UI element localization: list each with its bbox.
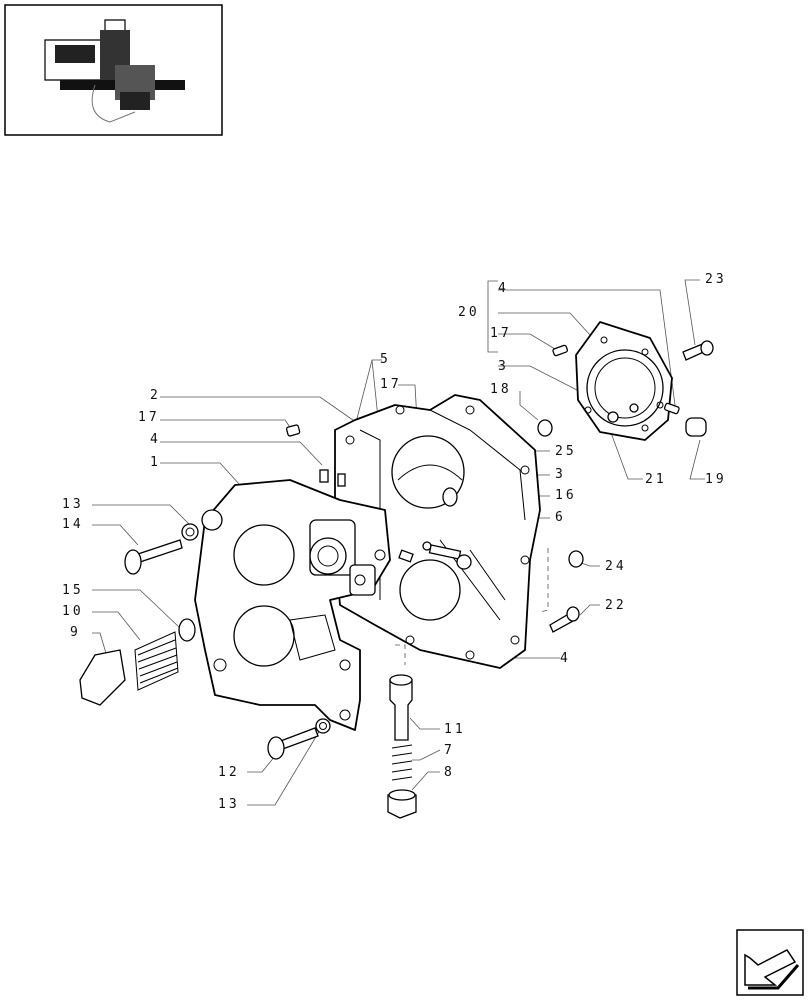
label-6: 6 bbox=[555, 510, 566, 525]
label-5: 5 bbox=[380, 352, 391, 367]
label-13: 13 bbox=[62, 497, 84, 512]
label-23: 23 bbox=[705, 272, 727, 287]
label-16: 16 bbox=[555, 488, 577, 503]
label-22: 22 bbox=[605, 598, 627, 613]
label-4-bottom: 4 bbox=[560, 651, 571, 666]
label-8: 8 bbox=[444, 765, 455, 780]
label-4-top: 4 bbox=[498, 281, 509, 296]
label-3: 3 bbox=[555, 467, 566, 482]
label-17-mid: 17 bbox=[380, 377, 402, 392]
label-18: 18 bbox=[490, 382, 512, 397]
label-4: 4 bbox=[150, 432, 161, 447]
assembly-thumbnail-icon[interactable] bbox=[4, 4, 223, 136]
label-14: 14 bbox=[62, 517, 84, 532]
part-labels: 1 2 17 4 13 14 15 10 9 12 13 5 17 18 4 2… bbox=[62, 272, 727, 812]
label-11: 11 bbox=[444, 722, 466, 737]
rear-gear-housing bbox=[334, 394, 541, 669]
label-15: 15 bbox=[62, 583, 84, 598]
front-cover bbox=[194, 469, 391, 731]
valve-spring-stack bbox=[387, 674, 417, 819]
label-20: 20 bbox=[458, 305, 480, 320]
label-24: 24 bbox=[605, 559, 627, 574]
label-10: 10 bbox=[62, 604, 84, 619]
label-12: 12 bbox=[218, 765, 240, 780]
small-parts-left bbox=[79, 424, 331, 760]
label-21: 21 bbox=[645, 472, 667, 487]
label-7: 7 bbox=[444, 743, 455, 758]
label-19: 19 bbox=[705, 472, 727, 487]
label-25: 25 bbox=[555, 444, 577, 459]
label-2: 2 bbox=[150, 388, 161, 403]
label-17-top: 17 bbox=[490, 326, 512, 341]
back-arrow-icon[interactable] bbox=[736, 929, 804, 996]
label-13-lower: 13 bbox=[218, 797, 240, 812]
label-1: 1 bbox=[150, 455, 161, 470]
label-9: 9 bbox=[70, 625, 81, 640]
label-17: 17 bbox=[138, 410, 160, 425]
rear-cover-plate bbox=[537, 321, 714, 633]
label-3-top: 3 bbox=[498, 359, 509, 374]
